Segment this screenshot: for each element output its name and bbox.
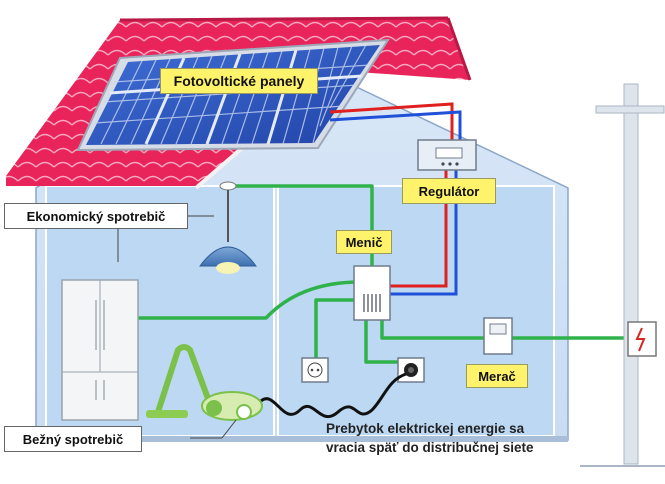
outlet-left [301,357,329,383]
surplus-text-line-2: vracia späť do distribučnej siete [326,440,534,456]
label-meter: Merač [466,364,528,388]
room-right [277,185,555,437]
hanging-lamp [199,181,257,274]
label-pointers [117,215,237,439]
vacuum-cleaner [146,344,263,421]
surplus-text-line-1: Prebytok elektrickej energie sa [326,421,525,437]
label-inverter: Menič [336,230,392,254]
breaker-box [627,321,657,357]
label-photovoltaic-panels: Fotovoltické panely [160,68,318,94]
dc-cables [329,102,462,296]
inverter-device [353,265,391,321]
outlet-right [397,357,425,383]
refrigerator [61,279,139,421]
vacuum-cord [256,372,407,419]
utility-pole [580,83,665,467]
label-common-appliance: Bežný spotrebič [4,426,142,452]
label-economic-appliance: Ekonomický spotrebič [4,203,188,229]
label-regulator: Regulátor [402,178,496,204]
regulator-device [417,139,477,171]
meter-device [483,317,513,355]
